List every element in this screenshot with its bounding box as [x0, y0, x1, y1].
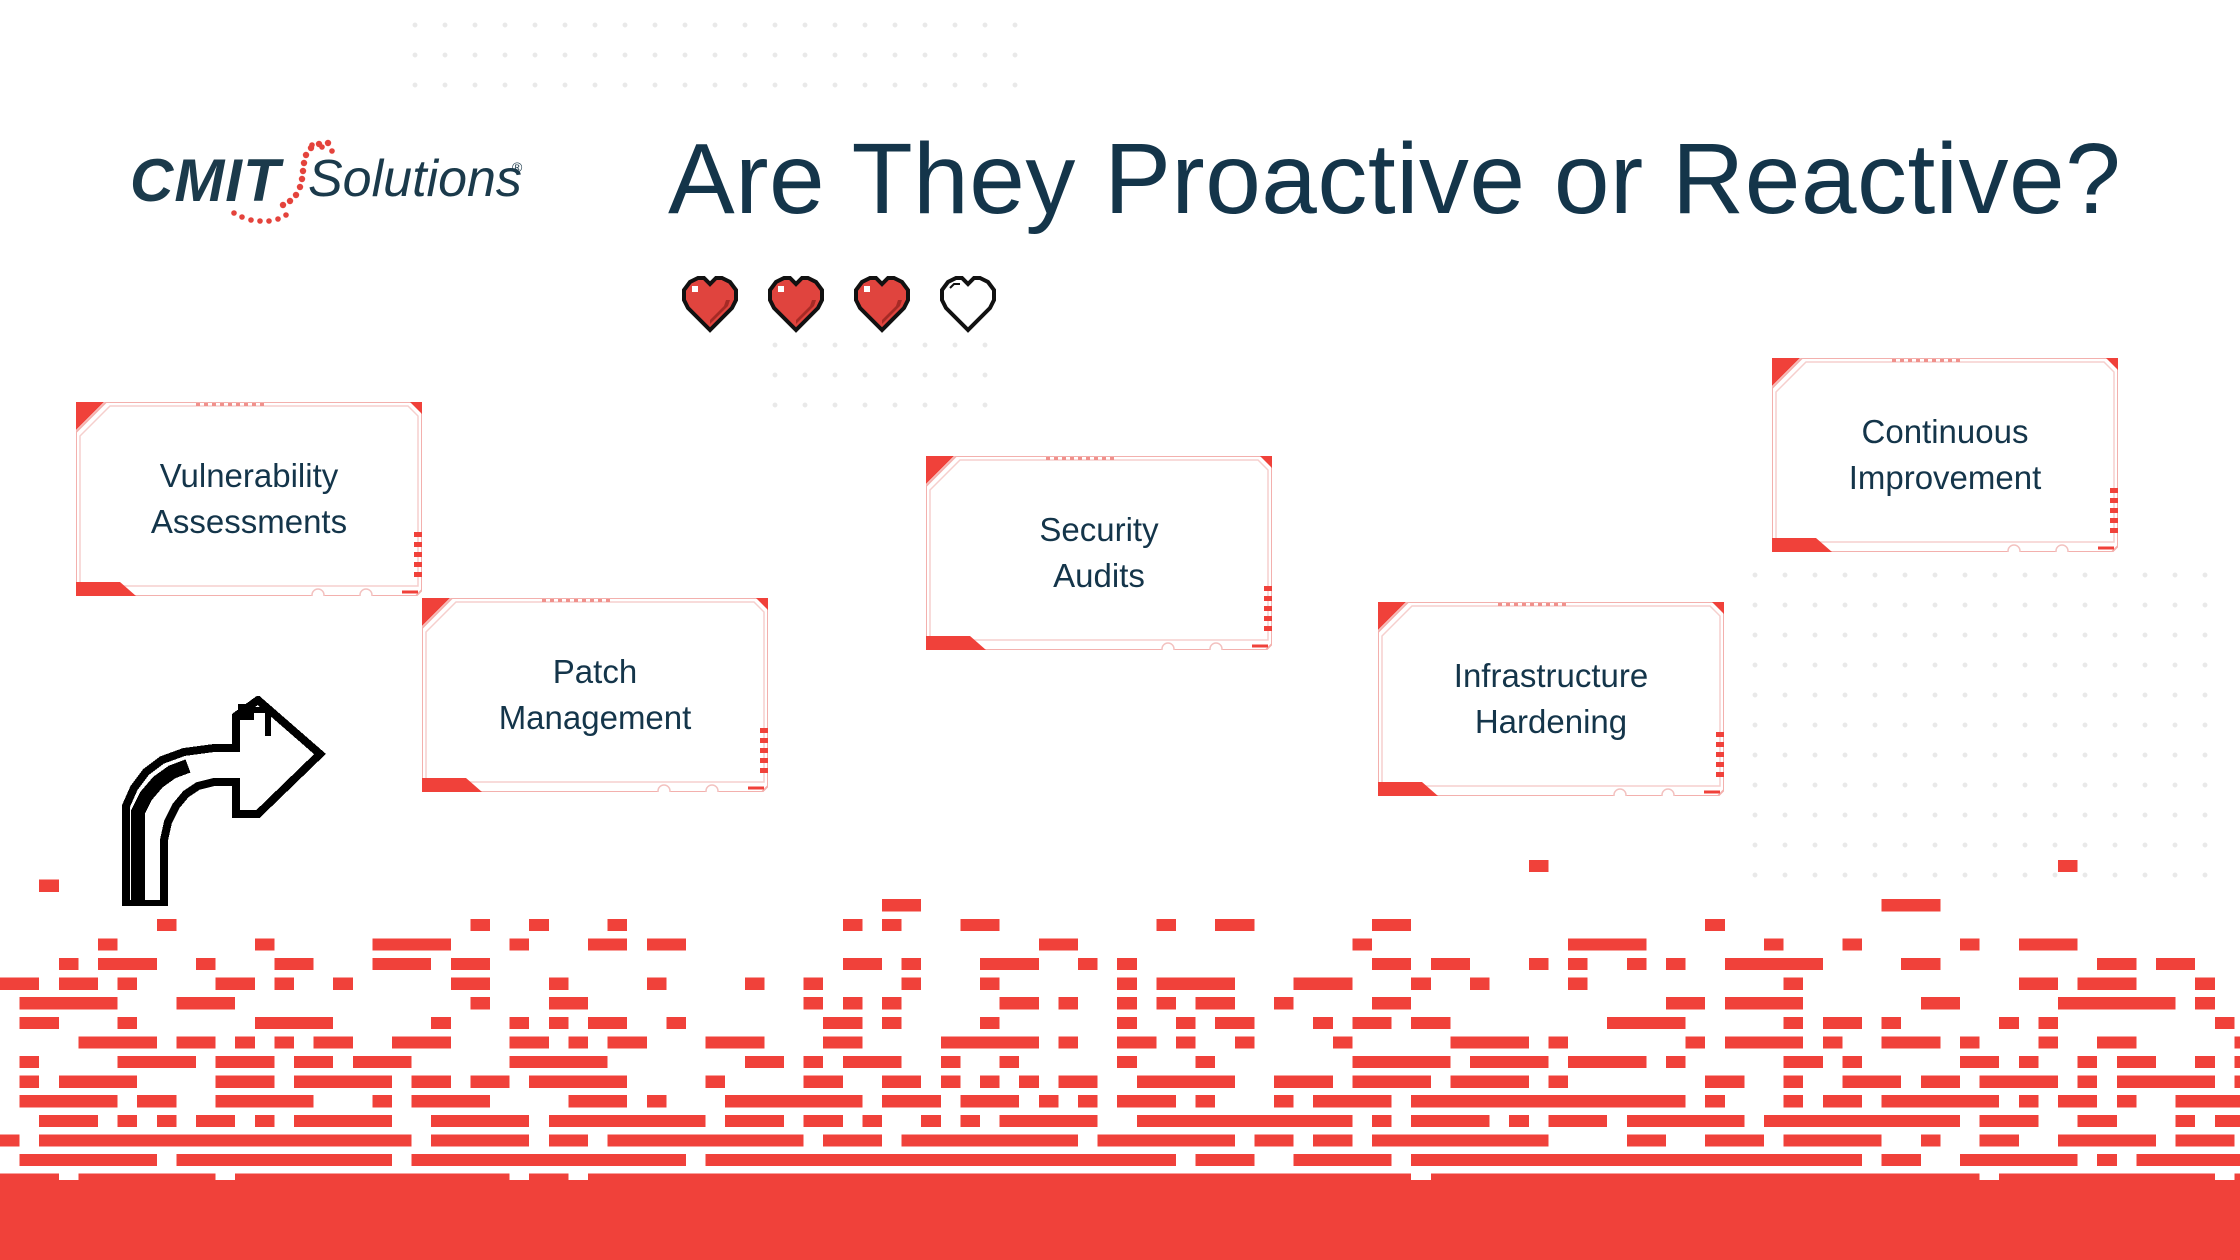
curved-arrow-icon [122, 696, 326, 906]
card-vulnerability-assessments: Vulnerability Assessments [76, 402, 422, 596]
heart-icon [940, 276, 996, 333]
page-title: Are They Proactive or Reactive? [668, 123, 2122, 235]
logo-registered: ® [512, 159, 523, 175]
card-frame [76, 402, 422, 596]
logo-arc-icon [231, 142, 335, 224]
card-security-audits: Security Audits [926, 456, 1272, 650]
card-frame [926, 456, 1272, 650]
card-label: Continuous Improvement [1848, 413, 2042, 496]
logo-product: Solutions [308, 150, 522, 208]
card-frame [422, 598, 768, 792]
card-continuous-improvement: Continuous Improvement [1772, 358, 2118, 552]
pixel-floor-decoration [0, 860, 2240, 1260]
card-label: Infrastructure Hardening [1453, 657, 1649, 740]
card-label: Vulnerability Assessments [150, 457, 348, 540]
cmit-logo: CMIT [126, 135, 546, 235]
heart-icon [854, 276, 910, 333]
dot-pattern-right [1740, 560, 2220, 900]
heart-icon [768, 276, 824, 333]
logo-swirl-icon [279, 139, 332, 209]
dot-pattern-middle [760, 330, 1000, 420]
dot-pattern-top [400, 10, 1040, 90]
rating-hearts [682, 276, 996, 333]
heart-icon [682, 276, 738, 333]
card-infrastructure-hardening: Infrastructure Hardening [1378, 602, 1724, 796]
card-frame [1378, 602, 1724, 796]
card-label: Patch Management [498, 653, 692, 736]
logo-brand: CMIT [130, 147, 281, 214]
card-patch-management: Patch Management [422, 598, 768, 792]
card-label: Security Audits [1039, 511, 1159, 594]
card-frame [1772, 358, 2118, 552]
